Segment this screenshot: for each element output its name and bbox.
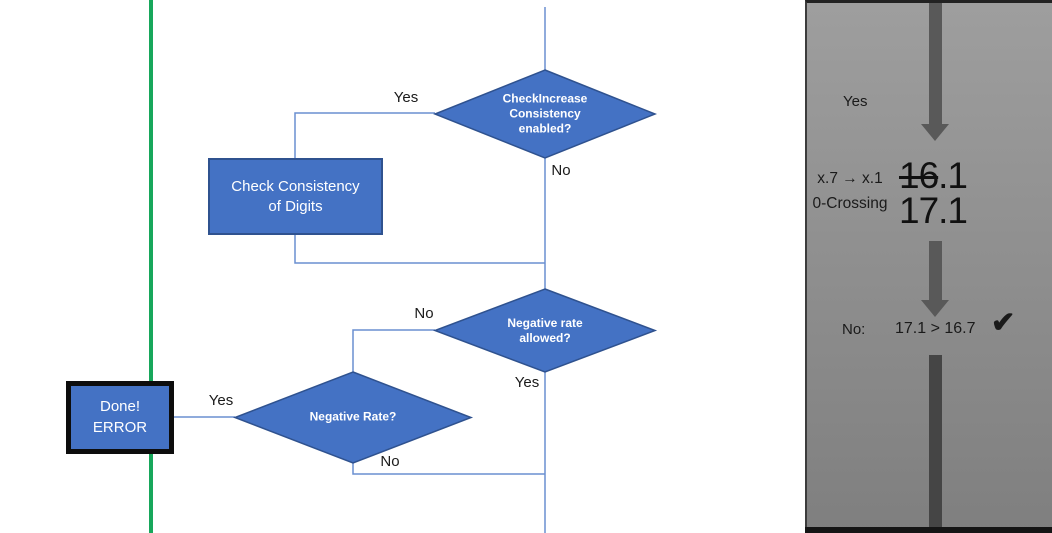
green-divider-line — [149, 0, 153, 533]
connector-decision1-yes — [294, 112, 435, 158]
decision1-label: CheckIncrease Consistency enabled? — [502, 91, 588, 136]
checkmark-icon: ✔ — [991, 307, 1016, 339]
done-error-box: Done! ERROR — [66, 381, 174, 454]
decision1-no-label: No — [551, 162, 571, 179]
panel-bottom-edge — [805, 527, 1052, 533]
connector-process1-return — [294, 234, 545, 264]
process-check-consistency-box: Check Consistency of Digits — [208, 158, 383, 235]
connector-decision2-no — [352, 329, 435, 372]
process-check-consistency-label: Check Consistency of Digits — [231, 178, 360, 215]
done-label-line2: ERROR — [92, 418, 148, 436]
new-value-number: 17.1 — [899, 190, 968, 231]
old-value-struck-part: 16 — [899, 155, 939, 196]
connector-decision3-no — [352, 463, 545, 475]
decision3-no-label: No — [380, 453, 400, 470]
example-panel: Yes x.7 → x.1 0-Crossing 16.1 17.1 No: 1… — [805, 0, 1052, 533]
decision3-diamond — [232, 371, 474, 464]
panel-rule-line1: x.7 → x.1 — [817, 170, 883, 187]
decision2-diamond — [432, 288, 658, 373]
decision1-yes-label: Yes — [393, 89, 419, 106]
panel-rule-line2: 0-Crossing — [812, 195, 888, 212]
decision2-no-label: No — [414, 305, 434, 322]
decision2-yes-label: Yes — [514, 374, 540, 391]
old-value-rest-part: .1 — [938, 155, 968, 196]
down-arrow-3-shaft — [929, 355, 942, 530]
panel-yes-label: Yes — [843, 93, 868, 110]
decision1-diamond — [432, 69, 658, 159]
panel-no-label: No: — [842, 321, 866, 338]
comparison-text: 17.1 > 16.7 — [895, 320, 976, 337]
decision3-yes-label: Yes — [208, 392, 234, 409]
decision3-label: Negative Rate? — [309, 409, 397, 424]
down-arrow-1-shaft — [929, 3, 942, 124]
down-arrow-2-shaft — [929, 241, 942, 300]
down-arrow-2-head — [921, 300, 949, 317]
decision2-label: Negative rate allowed? — [507, 316, 583, 345]
old-value-number: 16.1 — [899, 155, 968, 196]
down-arrow-1-head — [921, 124, 949, 141]
done-label-line1: Done! — [99, 398, 141, 416]
